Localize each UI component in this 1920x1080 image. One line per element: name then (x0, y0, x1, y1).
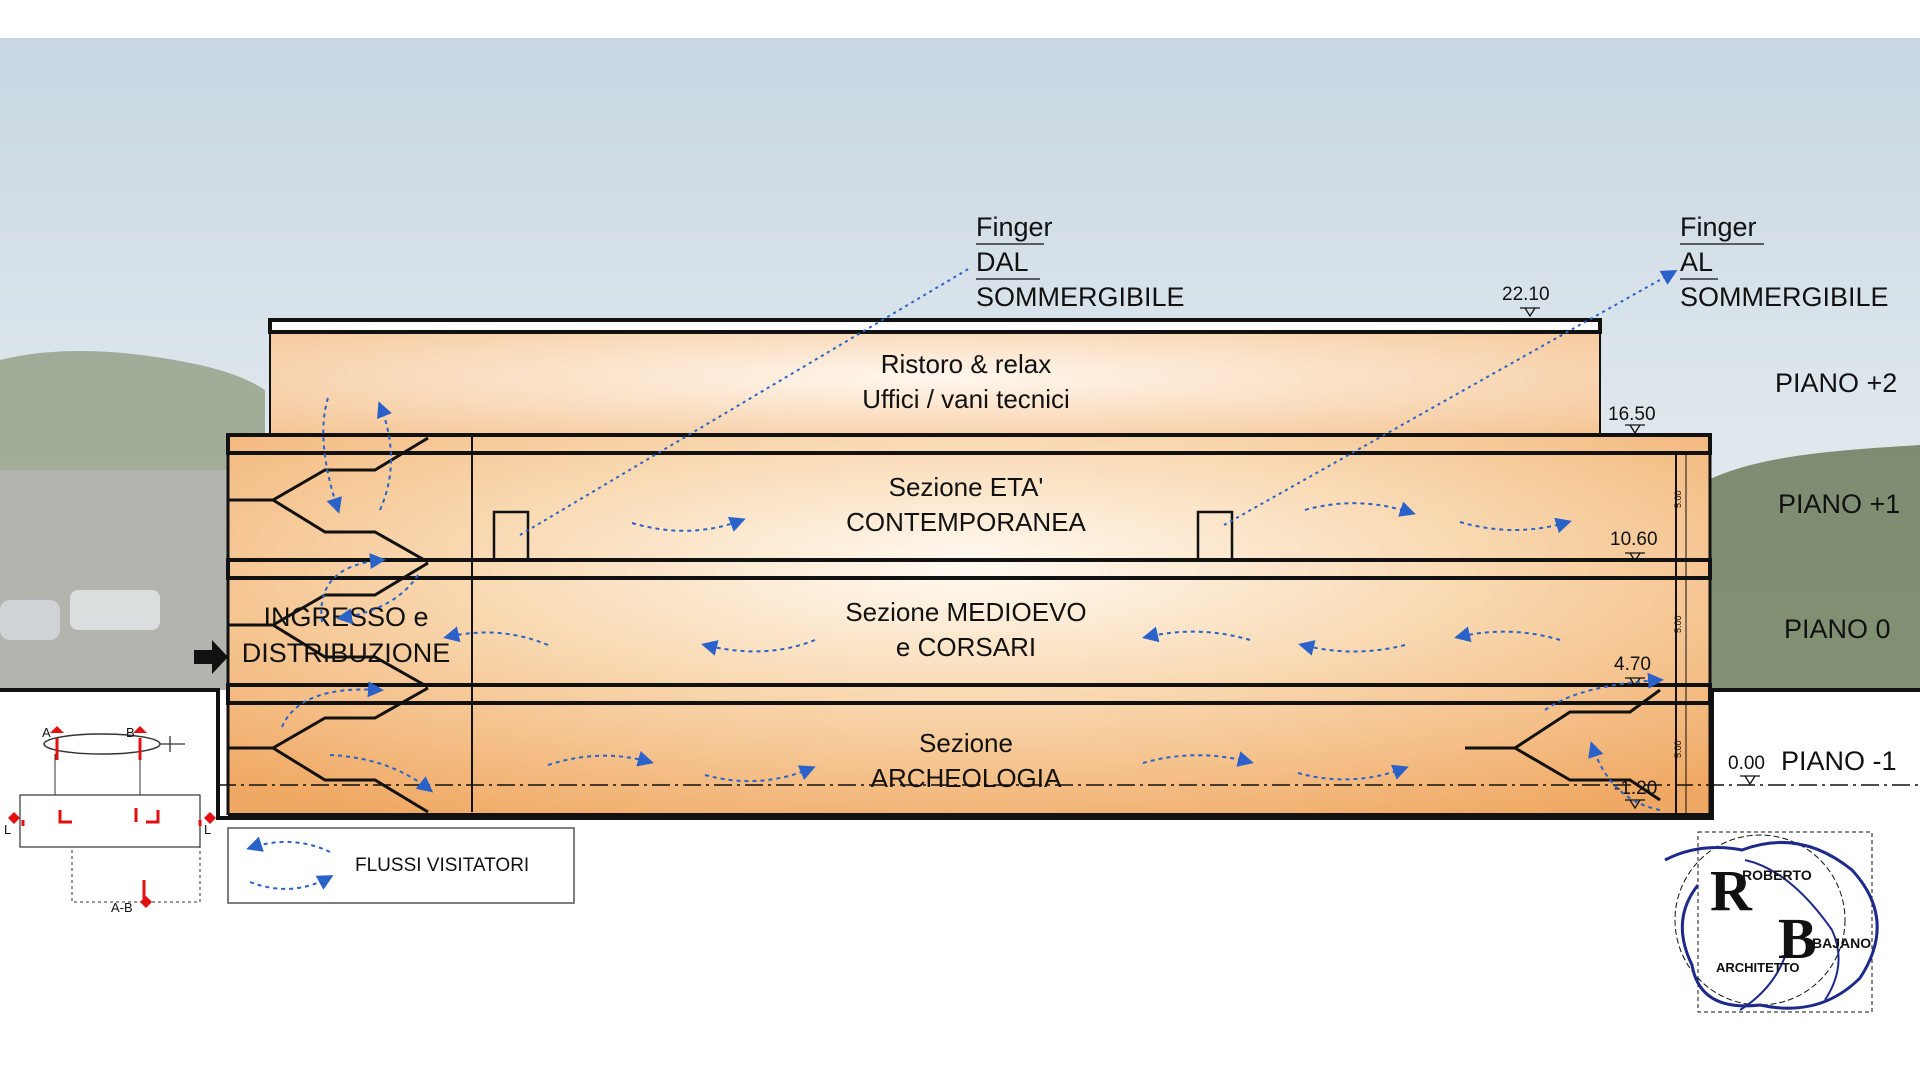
legend: FLUSSI VISITATORI (227, 827, 575, 904)
legend-box (227, 827, 575, 904)
level-label-piano-plus-1: PIANO +1 (1778, 489, 1900, 519)
level-label-piano-minus-1: PIANO -1 (1781, 746, 1897, 776)
visitor-flow-arrows (281, 397, 1664, 811)
room-m1-line1: Sezione (919, 728, 1013, 758)
key-plan: A B L L A-B (4, 725, 216, 915)
dim-p1: 5.00 (1673, 490, 1683, 508)
finger-dal-line2: DAL (976, 247, 1029, 277)
entry-line1: INGRESSO e (263, 602, 428, 632)
ground-line (0, 688, 1920, 820)
room-p1-line2: CONTEMPORANEA (846, 507, 1086, 537)
keyplan-l-left: L (4, 822, 11, 837)
elevation-4-70: 4.70 (1614, 654, 1651, 675)
elevation-minus-1-20: -1.20 (1614, 778, 1657, 799)
finger-dal-link (519, 267, 971, 536)
building (218, 318, 1920, 817)
legend-arrow-left-icon (246, 836, 331, 853)
room-p1-line1: Sezione ETA' (889, 472, 1044, 502)
keyplan-b: B (126, 725, 135, 740)
entry-line2: DISTRIBUZIONE (242, 638, 451, 668)
slab-p1 (226, 433, 1712, 455)
room-m1-line2: ARCHEOLOGIA (871, 763, 1062, 793)
ramps (228, 436, 1661, 814)
logo-line3: ARCHITETTO (1716, 960, 1800, 975)
showcase-box-right (1196, 510, 1234, 562)
dim-m1: 5.00 (1673, 740, 1683, 758)
level-label-piano-plus-2: PIANO +2 (1775, 368, 1897, 398)
finger-al-line2: AL (1680, 247, 1713, 277)
logo-line1: ROBERTO (1742, 867, 1812, 883)
finger-dal-line3: SOMMERGIBILE (976, 282, 1185, 312)
showcase-box-left (492, 510, 530, 562)
legend-label: FLUSSI VISITATORI (355, 855, 529, 876)
entrance-arrow-icon (194, 640, 228, 674)
finger-al-link (1223, 270, 1678, 526)
keyplan-a: A (42, 725, 51, 740)
keyplan-l-right: L (204, 822, 211, 837)
roof-slab (268, 318, 1602, 334)
legend-arrow-right-icon (249, 875, 334, 890)
room-top-line1: Ristoro & relax (881, 349, 1052, 379)
keyplan-ab: A-B (111, 900, 133, 915)
logo-letter-r: R (1710, 858, 1753, 923)
finger-dal-line1: Finger (976, 212, 1053, 242)
elevation-16-50: 16.50 (1608, 404, 1656, 425)
room-p0-line1: Sezione MEDIOEVO (845, 597, 1086, 627)
logo-letter-b: B (1778, 906, 1817, 971)
finger-al-line1: Finger (1680, 212, 1757, 242)
architect-logo: R B ROBERTO BAJANO ARCHITETTO (1664, 831, 1879, 1013)
floor-top-fill (270, 320, 1600, 435)
room-p0-line2: e CORSARI (896, 632, 1036, 662)
elevation-10-60: 10.60 (1610, 529, 1658, 550)
elevation-0-00: 0.00 (1728, 753, 1765, 774)
logo-line2: BAJANO (1812, 935, 1871, 951)
elevation-22-10: 22.10 (1502, 284, 1550, 305)
room-top-line2: Uffici / vani tecnici (862, 384, 1070, 414)
finger-al-line3: SOMMERGIBILE (1680, 282, 1889, 312)
dim-p0: 5.00 (1673, 615, 1683, 633)
level-label-piano-0: PIANO 0 (1784, 614, 1891, 644)
floor-main-fill (228, 435, 1710, 815)
